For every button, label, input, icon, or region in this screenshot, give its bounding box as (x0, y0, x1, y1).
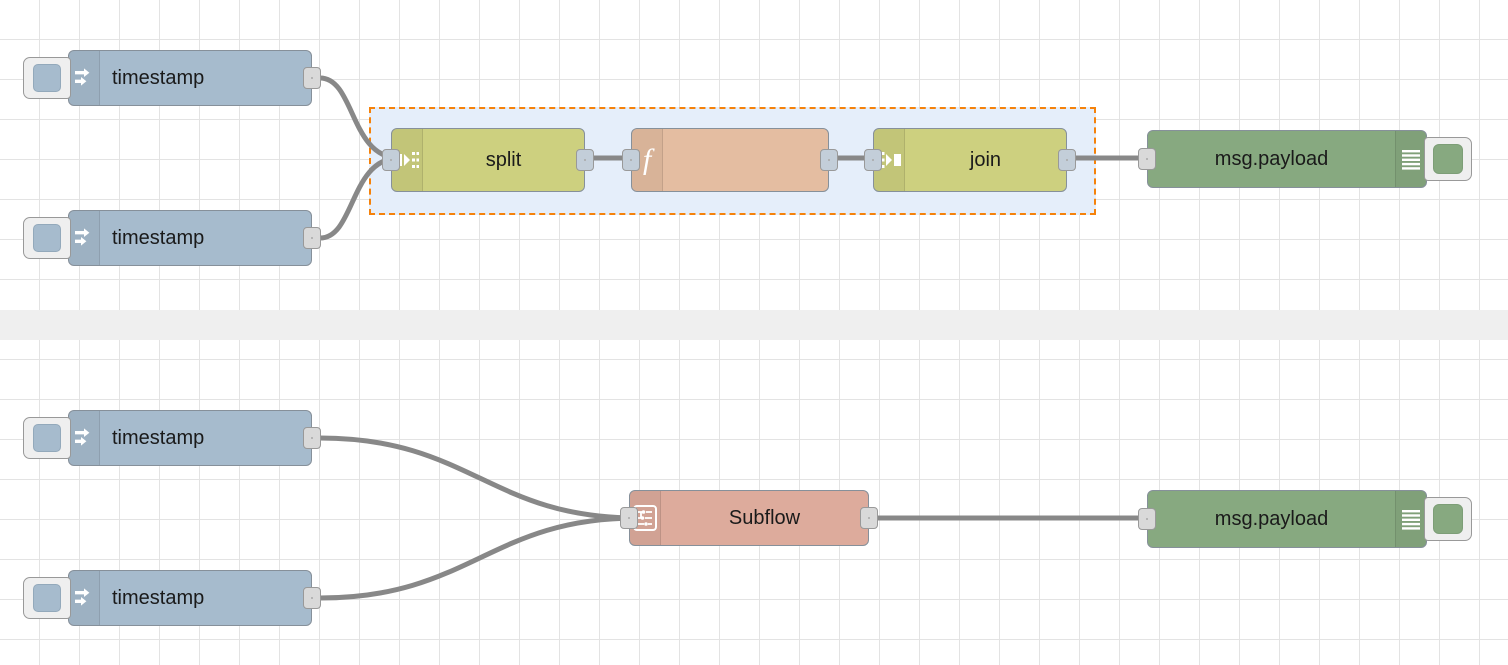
subflow-node[interactable]: Subflow (620, 490, 878, 546)
inject-node-bottom-2[interactable]: timestamp (23, 570, 321, 626)
debug-node-bottom-label: msg.payload (1214, 507, 1329, 530)
debug-toggle-pad (1433, 144, 1463, 174)
debug-node-top-toggle-button[interactable] (1424, 137, 1472, 181)
inject-arrow-icon (69, 211, 100, 265)
inject-node-bottom-2-label: timestamp (112, 586, 205, 609)
debug-node-bottom[interactable]: msg.payload (1138, 490, 1472, 548)
inject-node-top-1-inject-button[interactable] (23, 57, 71, 99)
inject-node-top-2-label: timestamp (112, 226, 205, 249)
split-node[interactable]: split (382, 128, 594, 192)
debug-node-bottom-toggle-button[interactable] (1424, 497, 1472, 541)
debug-node-top-label: msg.payload (1214, 147, 1329, 170)
inject-node-bottom-1-label: timestamp (112, 426, 205, 449)
inject-node-bottom-1-inject-button[interactable] (23, 417, 71, 459)
inject-node-top-1[interactable]: timestamp (23, 50, 321, 106)
inject-node-bottom-1-output-port[interactable] (303, 427, 321, 449)
debug-lines-icon (1395, 131, 1426, 187)
svg-text:f: f (643, 145, 655, 175)
function-node-input-port[interactable] (622, 149, 640, 171)
debug-toggle-pad (1433, 504, 1463, 534)
subflow-node-label: Subflow (728, 506, 801, 529)
inject-arrow-icon (69, 411, 100, 465)
inject-node-top-2[interactable]: timestamp (23, 210, 321, 266)
inject-button-pad (33, 584, 61, 612)
split-node-output-port[interactable] (576, 149, 594, 171)
subflow-node-output-port[interactable] (860, 507, 878, 529)
function-node-output-port[interactable] (820, 149, 838, 171)
debug-node-top-input-port[interactable] (1138, 148, 1156, 170)
debug-node-bottom-input-port[interactable] (1138, 508, 1156, 530)
inject-node-top-2-inject-button[interactable] (23, 217, 71, 259)
inject-node-top-1-output-port[interactable] (303, 67, 321, 89)
debug-node-top[interactable]: msg.payload (1138, 130, 1472, 188)
inject-arrow-icon (69, 51, 100, 105)
join-node-output-port[interactable] (1058, 149, 1076, 171)
inject-button-pad (33, 224, 61, 252)
inject-node-bottom-2-output-port[interactable] (303, 587, 321, 609)
inject-node-bottom-2-inject-button[interactable] (23, 577, 71, 619)
inject-button-pad (33, 424, 61, 452)
split-node-label: split (485, 148, 522, 171)
wire-inject-b2-to-subflow[interactable] (317, 515, 640, 601)
flow-separator-band (0, 310, 1508, 340)
join-node[interactable]: join (864, 128, 1076, 192)
subflow-node-input-port[interactable] (620, 507, 638, 529)
function-node-label (663, 129, 828, 191)
function-node[interactable]: f (622, 128, 838, 192)
wire-inject-b1-to-subflow[interactable] (317, 435, 640, 521)
inject-node-top-1-label: timestamp (112, 66, 205, 89)
inject-node-bottom-1[interactable]: timestamp (23, 410, 321, 466)
debug-lines-icon (1395, 491, 1426, 547)
inject-node-top-2-output-port[interactable] (303, 227, 321, 249)
join-node-input-port[interactable] (864, 149, 882, 171)
join-node-label: join (969, 148, 1002, 171)
split-node-input-port[interactable] (382, 149, 400, 171)
inject-arrow-icon (69, 571, 100, 625)
inject-button-pad (33, 64, 61, 92)
